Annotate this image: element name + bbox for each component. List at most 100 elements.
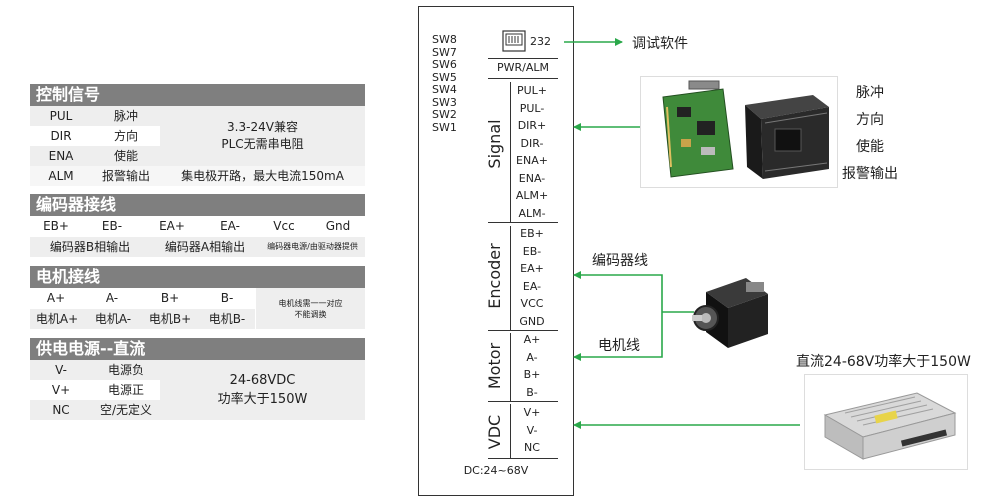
- ctrl-label: 使能: [856, 139, 884, 155]
- pin-name: EB-: [101, 219, 123, 233]
- signal-pins: PUL+ PUL- DIR+ DIR- ENA+ ENA- ALM+ ALM-: [510, 82, 554, 222]
- plc-note-text: PLC无需串电阻: [221, 137, 304, 151]
- table-row: ALM 报警输出 集电极开路，最大电流150mA: [30, 166, 365, 186]
- pin-name: EA+: [159, 219, 185, 233]
- pin-label: NC: [524, 441, 540, 454]
- pin-desc: 报警输出: [101, 169, 150, 183]
- motor-wiring-note: 电机线需一一对应 不能调换: [256, 288, 365, 329]
- pin-label: PUL-: [519, 101, 545, 115]
- divider: [488, 222, 558, 224]
- divider: [488, 401, 558, 403]
- pin-label: GND: [519, 314, 545, 328]
- controller-photo: [640, 76, 838, 188]
- pin-label: ALM-: [518, 206, 546, 220]
- pin-label: B+: [523, 368, 541, 381]
- encoder-cable-label: 编码器线: [592, 253, 648, 269]
- pin-desc: 方向: [113, 129, 138, 143]
- pin-name: B-: [220, 291, 234, 305]
- group-bracket: [510, 404, 512, 458]
- ctrl-label: 脉冲: [856, 85, 884, 101]
- table-row: NC 空/无定义: [30, 400, 160, 420]
- pin-label: ENA+: [516, 154, 548, 167]
- pin-label: VCC: [520, 297, 544, 310]
- dip-switch-label: SW3: [432, 95, 457, 109]
- pin-label: PUL+: [516, 84, 548, 97]
- pin-label: A+: [523, 333, 541, 346]
- divider: [488, 330, 558, 332]
- motor-cable-label: 电机线: [598, 338, 640, 354]
- pin-label: ENA-: [518, 171, 546, 185]
- driver-box: [418, 6, 574, 496]
- pin-label: V-: [526, 423, 538, 437]
- power-spec-note: 24-68VDC 功率大于150W: [160, 360, 365, 420]
- pin-name: V+: [51, 383, 71, 397]
- power-voltage-text: 24-68VDC: [229, 373, 296, 388]
- rs232-port-icon: [502, 30, 526, 52]
- psu-title: 直流24-68V功率大于150W: [796, 354, 971, 370]
- divider: [488, 458, 558, 460]
- divider: [488, 78, 558, 80]
- motor-group-label: Motor: [485, 342, 504, 390]
- table-row: 编码器B相输出 编码器A相输出 编码器电源/由驱动器提供: [30, 237, 365, 257]
- controller-signal-labels: 脉冲 方向 使能 报警输出: [842, 80, 898, 188]
- encoder-cable-arrow: [573, 271, 663, 340]
- dip-switch-label: SW4: [432, 83, 457, 96]
- pin-label: EB-: [522, 244, 542, 258]
- pin-desc: 电机B-: [208, 312, 246, 326]
- signal-group-label: Signal: [485, 119, 504, 169]
- pin-name: EA-: [220, 219, 240, 233]
- driver-voltage-label: DC:24~68V: [463, 464, 529, 477]
- pin-desc: 编码器A相输出: [164, 240, 246, 254]
- motor-note-line2: 不能调换: [294, 309, 327, 319]
- dip-switch-label: SW1: [432, 120, 457, 134]
- pin-desc: 电机B+: [148, 312, 192, 326]
- group-bracket: [510, 226, 512, 330]
- power-wattage-text: 功率大于150W: [217, 392, 308, 407]
- motor-wiring-header: 电机接线: [30, 266, 365, 288]
- input-voltage-text: 3.3-24V兼容: [227, 120, 298, 134]
- dip-switch-label: SW8: [432, 33, 457, 46]
- encoder-pins: EB+ EB- EA+ EA- VCC GND: [510, 225, 554, 330]
- pin-name: V-: [55, 363, 67, 377]
- pin-desc: 电源正: [107, 383, 144, 397]
- pin-label: B-: [526, 385, 538, 399]
- table-row: V+ 电源正: [30, 380, 160, 400]
- port-232-label: 232: [530, 35, 551, 48]
- ctrl-label: 报警输出: [842, 166, 898, 182]
- dip-switch-label: SW6: [432, 58, 457, 71]
- pin-label: A-: [526, 350, 538, 364]
- pin-name: ENA: [48, 149, 74, 163]
- power-supply-icon: [823, 392, 957, 460]
- motor-note-line1: 电机线需一一对应: [278, 298, 343, 308]
- pin-label: EA-: [522, 279, 542, 293]
- table-row: 电机A+ 电机A- 电机B+ 电机B-: [30, 309, 255, 329]
- vdc-pins: V+ V- NC: [510, 404, 554, 457]
- pin-desc: 编码器B相输出: [49, 240, 131, 254]
- pin-desc: 电机A-: [94, 312, 132, 326]
- pin-label: ALM+: [515, 189, 549, 202]
- dip-switch-label: SW7: [432, 45, 457, 59]
- control-signal-header: 控制信号: [30, 84, 365, 106]
- pin-label: DIR-: [520, 136, 544, 150]
- debug-software-label: 调试软件: [632, 36, 688, 52]
- alm-note: 集电极开路，最大电流150mA: [181, 169, 344, 183]
- dip-switch-label: SW2: [432, 108, 457, 121]
- encoder-group-label: Encoder: [485, 243, 504, 309]
- pin-name: A-: [105, 291, 119, 305]
- pin-name: DIR: [50, 129, 72, 143]
- vdc-group-label: VDC: [485, 414, 504, 450]
- pwr-alm-label: PWR/ALM: [496, 61, 549, 74]
- table-row: V- 电源负: [30, 360, 160, 380]
- encoder-wiring-header: 编码器接线: [30, 194, 365, 216]
- pin-name: EB+: [43, 219, 69, 233]
- pin-desc: 空/无定义: [99, 403, 153, 417]
- pin-desc: 电机A+: [35, 312, 79, 326]
- table-row: EB+ EB- EA+ EA- Vcc Gnd: [30, 216, 365, 236]
- pin-label: DIR+: [517, 119, 547, 132]
- ctrl-label: 方向: [856, 112, 884, 128]
- input-compat-note: 3.3-24V兼容 PLC无需串电阻: [160, 106, 365, 166]
- dip-switch-labels: SW8 SW7 SW6 SW5 SW4 SW3 SW2 SW1: [432, 33, 457, 134]
- pin-label: EA+: [520, 262, 544, 275]
- pin-label: V+: [523, 406, 541, 419]
- group-bracket: [510, 82, 512, 222]
